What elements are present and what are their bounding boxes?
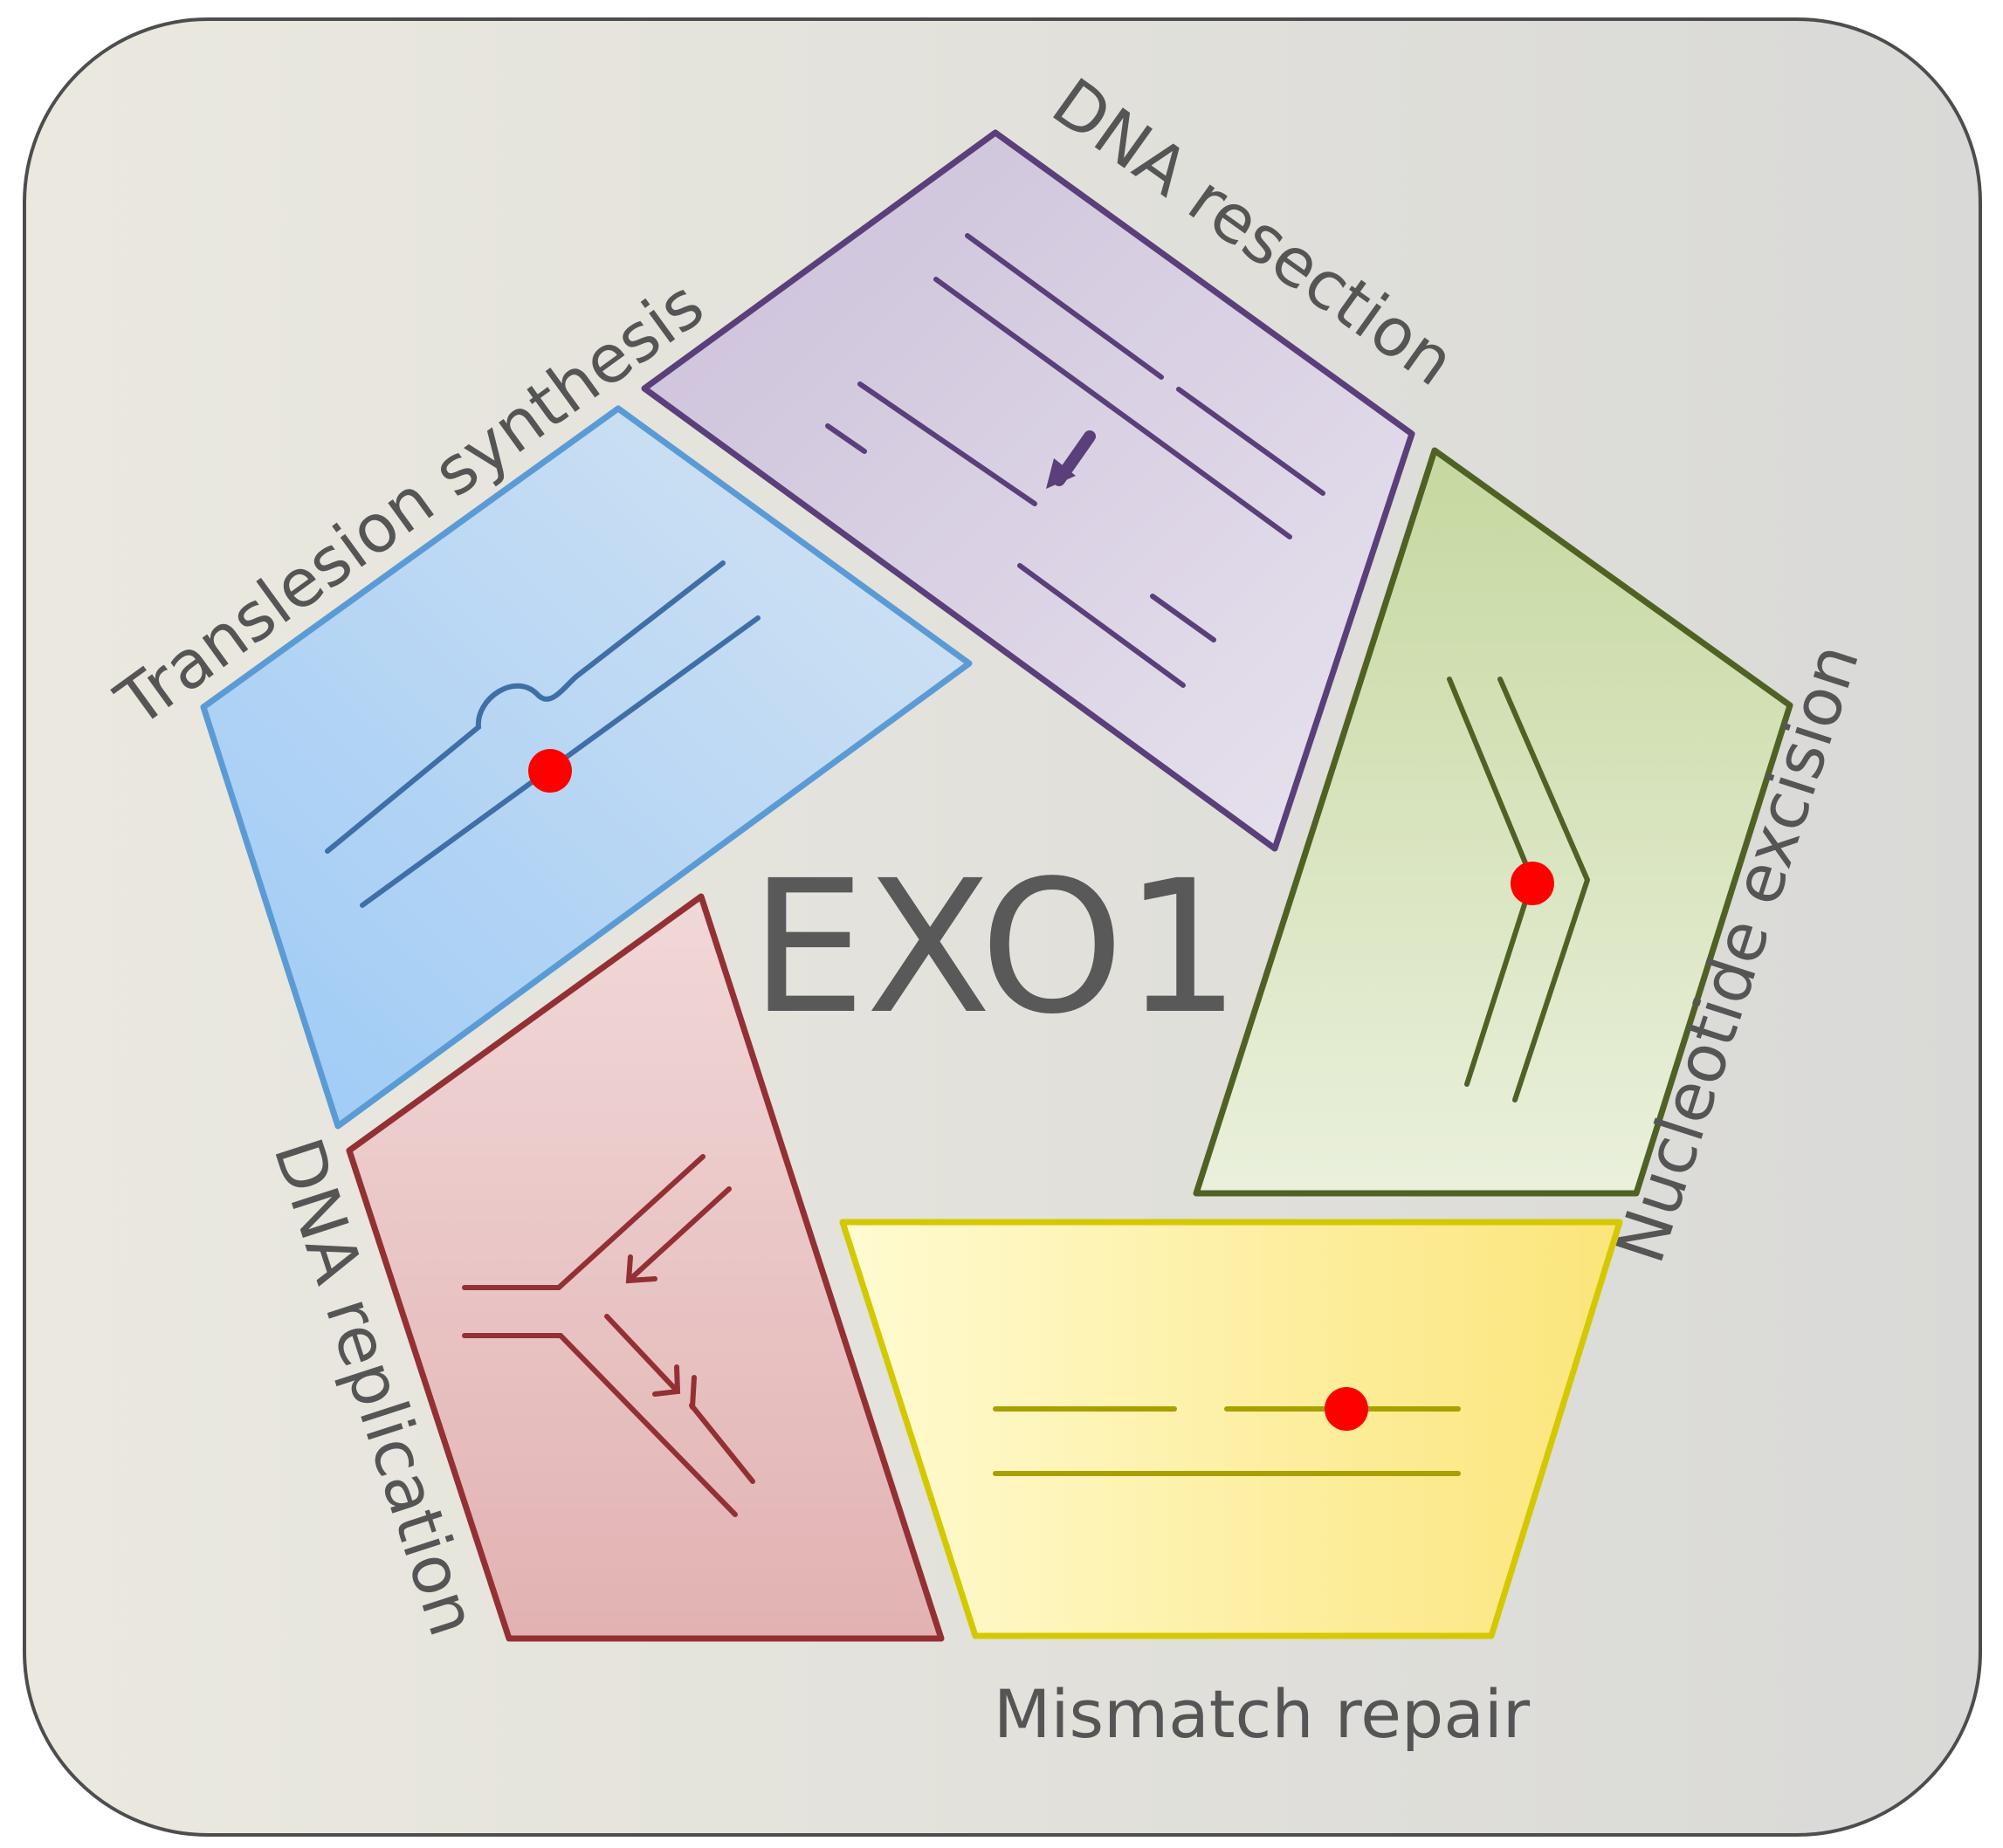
dna-resection-strands <box>825 233 1325 688</box>
mismatch-repair-shape <box>839 1219 1623 1639</box>
replication-arrow-icon <box>625 1254 681 1397</box>
center-label: EXO1 <box>750 841 1241 1055</box>
lesion-dot-icon <box>528 749 572 793</box>
translesion-synthesis-panel <box>200 405 973 1130</box>
mismatch-repair-panel <box>839 1219 1623 1639</box>
dna-replication-panel <box>346 893 945 1642</box>
mismatch-dot-icon <box>1325 1387 1368 1431</box>
replication-fork-strands <box>462 1154 755 1517</box>
translesion-synthesis-shape <box>200 405 973 1130</box>
nucleotide-excision-panel <box>1193 447 1793 1197</box>
nucleotide-excision-shape <box>1193 447 1793 1197</box>
label-mismatch-repair: Mismatch repair <box>994 1675 1531 1753</box>
dna-resection-panel <box>641 129 1415 852</box>
resection-arrow-icon <box>1046 430 1096 489</box>
dna-resection-shape <box>641 129 1415 852</box>
lesion-dot-icon <box>1511 862 1554 905</box>
